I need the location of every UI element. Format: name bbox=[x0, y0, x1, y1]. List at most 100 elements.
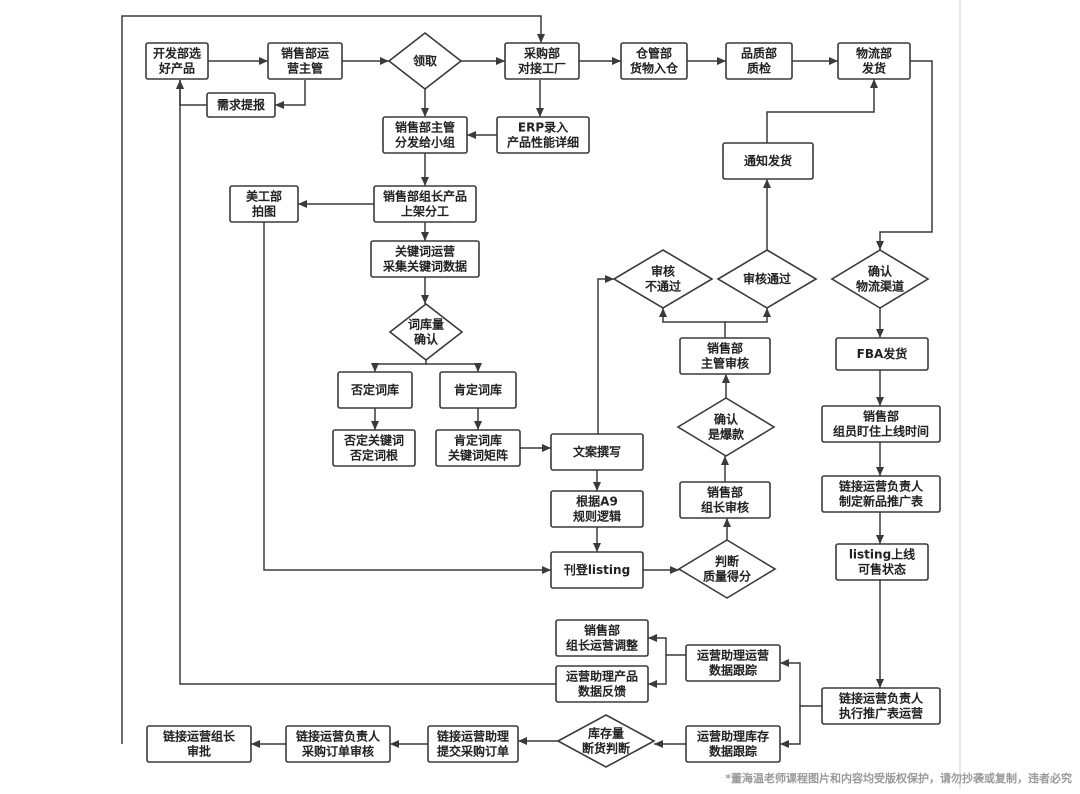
box-shape-n2 bbox=[267, 42, 343, 80]
node-label-n11-0: 销售部组长产品 bbox=[383, 189, 467, 204]
box-shape-n13 bbox=[337, 371, 413, 409]
node-label-d4-1: 是爆款 bbox=[707, 427, 745, 442]
box-shape-n33 bbox=[285, 725, 391, 763]
node-label-n4-0: 仓管部 bbox=[635, 46, 672, 61]
node-label-d1-0: 领取 bbox=[413, 53, 437, 68]
box-shape-n21 bbox=[679, 337, 771, 375]
node-label-n14-0: 肯定词库 bbox=[454, 382, 502, 397]
node-label-n31-0: 运营助理库存 bbox=[697, 729, 769, 744]
box-shape-n7 bbox=[206, 92, 276, 118]
node-label-n22-0: 通知发货 bbox=[744, 153, 792, 168]
connector-arrow-30 bbox=[597, 275, 614, 434]
node-label-n8-0: 销售部主管 bbox=[395, 120, 455, 135]
node-label-n30-1: 数据反馈 bbox=[578, 684, 626, 699]
decision-shape-d7 bbox=[830, 249, 930, 309]
node-label-n13-0: 否定词库 bbox=[350, 382, 399, 397]
node-label-d7-0: 确认 bbox=[868, 264, 893, 279]
node-label-n32-0: 链接运营助理 bbox=[437, 729, 509, 744]
node-label-n33-1: 采购订单审核 bbox=[301, 744, 374, 759]
connector-arrow-29 bbox=[725, 308, 771, 323]
node-label-d2-0: 词库量 bbox=[408, 317, 444, 332]
node-label-n21-1: 主管审核 bbox=[701, 356, 749, 371]
node-label-n23-0: FBA发货 bbox=[857, 346, 908, 361]
node-label-n15-1: 否定词根 bbox=[349, 448, 398, 463]
node-label-d7-1: 物流渠道 bbox=[856, 279, 904, 294]
node-label-n5-0: 品质部 bbox=[741, 46, 777, 61]
node-label-n17-0: 文案撰写 bbox=[573, 444, 621, 459]
node-label-n24-1: 组员盯住上线时间 bbox=[833, 424, 929, 439]
decision-shape-d2 bbox=[388, 302, 464, 362]
node-label-n25-0: 链接运营负责人 bbox=[839, 479, 924, 494]
box-shape-n26 bbox=[835, 543, 929, 581]
decision-shape-d1 bbox=[387, 31, 463, 91]
node-label-n1-1: 好产品 bbox=[158, 61, 195, 76]
node-label-n34-0: 链接运营组长 bbox=[163, 729, 236, 744]
node-label-n2-0: 销售部运 bbox=[281, 46, 329, 61]
node-label-n6-0: 物流部 bbox=[856, 46, 892, 61]
node-label-n3-0: 采购部 bbox=[523, 46, 560, 61]
decision-shape-d3 bbox=[677, 539, 777, 599]
node-label-n16-0: 肯定词库 bbox=[454, 433, 502, 448]
process-box-n19: 刊登listing bbox=[550, 551, 644, 589]
node-label-n33-0: 链接运营负责人 bbox=[296, 729, 381, 744]
node-label-n18-0: 根据A9 bbox=[576, 494, 618, 509]
box-shape-n4 bbox=[620, 42, 688, 80]
node-label-n20-0: 销售部 bbox=[707, 485, 743, 500]
connector-arrow-40 bbox=[780, 706, 801, 748]
node-label-n9-1: 产品性能详细 bbox=[507, 135, 579, 150]
process-box-n7: 需求提报 bbox=[206, 92, 276, 118]
box-shape-n3 bbox=[504, 42, 580, 80]
node-label-n31-1: 数据跟踪 bbox=[709, 744, 757, 759]
node-label-d5-0: 审核 bbox=[651, 264, 675, 279]
node-label-n29-1: 数据跟踪 bbox=[709, 663, 757, 678]
connector-arrow-43 bbox=[176, 80, 556, 685]
process-box-n17: 文案撰写 bbox=[550, 433, 644, 471]
node-label-n9-0: ERP录入 bbox=[518, 121, 568, 135]
box-shape-n34 bbox=[146, 725, 252, 763]
box-shape-n23 bbox=[835, 337, 929, 371]
connector-arrow-17 bbox=[426, 363, 482, 372]
box-shape-n8 bbox=[382, 116, 468, 154]
box-shape-n16 bbox=[435, 429, 521, 467]
copyright-watermark: *董海温老师课程图片和内容均受版权保护，请勿抄袭或复制，违者必究 bbox=[725, 771, 1072, 785]
node-label-n3-1: 对接工厂 bbox=[518, 61, 566, 76]
box-shape-n1 bbox=[145, 42, 209, 80]
node-label-n10-1: 拍图 bbox=[252, 204, 276, 219]
node-label-n2-1: 营主管 bbox=[287, 61, 323, 76]
node-label-n8-1: 分发给小组 bbox=[395, 135, 455, 150]
connector-arrow-8 bbox=[176, 80, 207, 106]
decision-d1: 领取 bbox=[387, 31, 463, 91]
node-label-n26-0: listing上线 bbox=[849, 547, 915, 562]
node-label-n15-0: 否定关键词 bbox=[343, 433, 404, 448]
connector-arrow-23 bbox=[263, 222, 551, 574]
node-label-d3-0: 判断 bbox=[715, 554, 739, 569]
box-shape-n22 bbox=[722, 142, 814, 180]
node-label-n25-1: 制定新品推广表 bbox=[839, 494, 924, 509]
connector-arrow-41 bbox=[648, 634, 686, 656]
box-shape-n27 bbox=[821, 687, 941, 725]
node-label-n28-0: 销售部 bbox=[584, 623, 620, 638]
node-label-d5-1: 不通过 bbox=[645, 279, 681, 294]
decision-shape-d8 bbox=[556, 714, 656, 768]
